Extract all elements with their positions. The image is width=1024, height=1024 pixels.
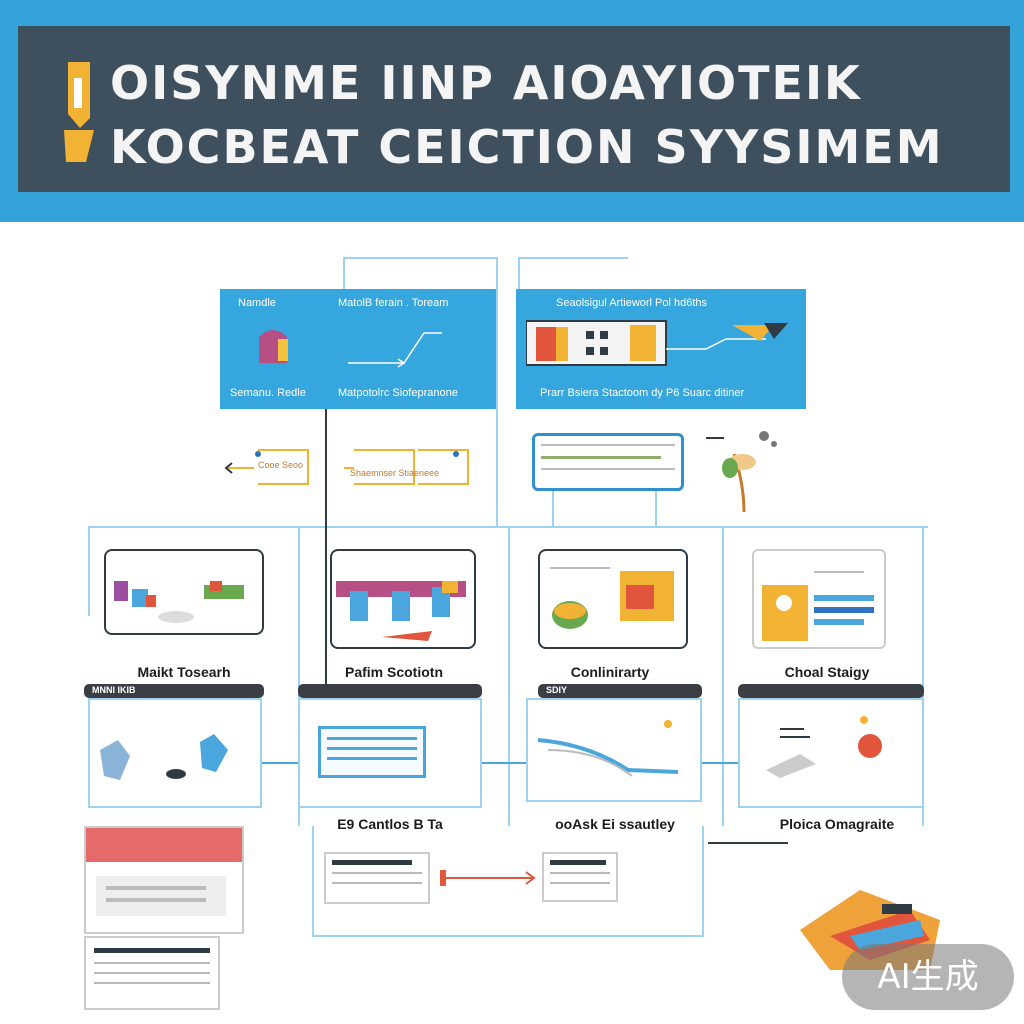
header-panel (18, 26, 1010, 192)
process-panel-analytics: Seaolsigul Artieworl Pol hd6ths Prarr Bs… (516, 289, 806, 409)
pie-icon (766, 716, 882, 778)
arrow-connector (262, 762, 298, 764)
connector-line (88, 526, 90, 616)
flow-line (325, 290, 327, 790)
page-title-line-1: OISYNME IINP AIOAYIOTEIK (110, 56, 862, 110)
connector-line (518, 257, 520, 289)
card-header-bar (738, 684, 924, 698)
panel-title: MatolB ferain . Toream (338, 297, 449, 309)
team-icon (336, 581, 466, 641)
connector-line (298, 526, 300, 826)
panel-title: Seaolsigul Artieworl Pol hd6ths (556, 297, 708, 309)
strategy-icon (762, 571, 874, 641)
card-label: Choal Staigy (784, 664, 870, 680)
card-header-bar: SDIY (538, 684, 702, 698)
report-icon (550, 567, 674, 629)
card-label: Pafim Scotiotn (344, 664, 443, 680)
browser-window (84, 826, 244, 934)
bracket-icon (224, 449, 309, 485)
card-body (738, 698, 924, 808)
dashboard-icon (526, 320, 788, 366)
flow-line (708, 842, 788, 844)
card-image (752, 549, 886, 649)
connector-line (518, 257, 628, 259)
connector-line (655, 491, 657, 527)
connector-line (702, 826, 704, 936)
plant-icon (706, 431, 777, 513)
card-body (298, 698, 482, 808)
card-body (88, 698, 262, 808)
card-header-bar (298, 684, 482, 698)
card-header-bar: MNNI IKIB (84, 684, 264, 698)
arrow-connector (482, 762, 526, 764)
panel-caption: Prarr Bsiera Stactoom dy P6 Suarc ditine… (540, 387, 745, 399)
lotus-icon (100, 734, 228, 780)
connector-line (922, 526, 924, 826)
flow-arrow-icon (348, 332, 442, 368)
process-panel-match: MatolB ferain . Toream Matpotolrc Siofep… (326, 289, 496, 409)
connector-line (312, 935, 704, 937)
document-card (542, 852, 618, 902)
arrow-connector (702, 762, 738, 764)
bracket-icon (344, 449, 469, 485)
card-image (330, 549, 476, 649)
page-title-line-2: KOCBEAT CEICTION SYYSIMEM (110, 120, 944, 174)
connector-line (508, 526, 510, 826)
section-label: E9 Cantlos B Ta (337, 816, 443, 832)
logo-icon (64, 62, 94, 162)
browser-window (84, 936, 220, 1010)
card-label: Conlinirarty (570, 664, 650, 680)
monitor-widget (532, 433, 684, 491)
ai-generated-watermark: AI生成 (842, 944, 1014, 1010)
connector-line (343, 257, 498, 259)
section-label: Ploica Omagraite (779, 816, 895, 832)
section-label: ooAsk Ei ssautley (555, 816, 675, 832)
panel-caption: Matpotolrc Siofepranone (338, 387, 458, 399)
note-label: Shaemnser Stiaeneee (350, 468, 440, 478)
red-arrow-icon (440, 870, 536, 886)
note-label: Cooe Seoo (258, 460, 304, 470)
panel-caption: Semanu. Redle (230, 387, 306, 399)
card-body (526, 698, 702, 802)
connector-line (312, 826, 314, 936)
screen-icon (318, 726, 426, 778)
card-image (104, 549, 264, 635)
connector-line (722, 526, 724, 826)
connector-line (496, 257, 498, 527)
market-icon (114, 581, 244, 623)
document-card (324, 852, 430, 904)
card-image (538, 549, 688, 649)
panel-title: Namdle (238, 297, 276, 309)
user-icon (259, 330, 288, 363)
browser-header (86, 828, 242, 862)
trend-icon (537, 720, 679, 777)
connector-line (552, 491, 554, 527)
connector-line (343, 257, 345, 289)
card-label: Maikt Tosearh (137, 664, 231, 680)
process-panel-input: Namdle Semanu. Redle (220, 289, 326, 409)
